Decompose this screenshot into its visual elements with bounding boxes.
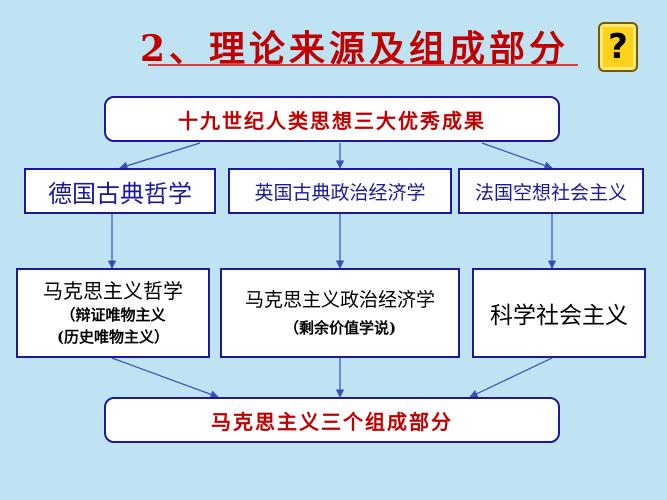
component-box-socialism: 科学社会主义 — [472, 268, 646, 358]
bottom-box-label: 马克思主义三个组成部分 — [211, 409, 453, 434]
component-box-philosophy: 马克思主义哲学 （辩证唯物主义 (历史唯物主义） — [16, 268, 210, 358]
source-box-french: 法国空想社会主义 — [458, 168, 644, 214]
source-label-english: 英国古典政治经济学 — [254, 181, 426, 204]
top-box: 十九世纪人类思想三大优秀成果 — [104, 96, 560, 142]
arrow-top-to-french — [481, 142, 553, 170]
question-mark-icon[interactable]: ? — [598, 22, 638, 72]
source-label-german: 德国古典哲学 — [48, 179, 192, 208]
arrow-socialism-to-bottom — [469, 357, 553, 398]
arrow-philosophy-to-bottom — [111, 357, 219, 399]
component-box-economics: 马克思主义政治经济学 （剩余价值学说) — [220, 268, 460, 358]
component-title-philosophy: 马克思主义哲学 — [43, 279, 183, 303]
page-title: 2、理论来源及组成部分 — [140, 28, 570, 70]
source-box-german: 德国古典哲学 — [24, 168, 216, 214]
component-sub1-philosophy: （辩证唯物主义 — [60, 306, 166, 324]
component-title-economics: 马克思主义政治经济学 — [244, 289, 435, 311]
top-box-label: 十九世纪人类思想三大优秀成果 — [178, 108, 486, 133]
source-box-english: 英国古典政治经济学 — [228, 168, 452, 214]
component-sub-economics: （剩余价值学说) — [283, 319, 397, 337]
bottom-box: 马克思主义三个组成部分 — [104, 397, 560, 443]
arrow-top-to-german — [119, 142, 201, 170]
title-underline — [148, 64, 578, 66]
component-title-socialism: 科学社会主义 — [490, 303, 628, 329]
component-sub2-philosophy: (历史唯物主义） — [56, 328, 170, 346]
source-label-french: 法国空想社会主义 — [474, 181, 627, 204]
